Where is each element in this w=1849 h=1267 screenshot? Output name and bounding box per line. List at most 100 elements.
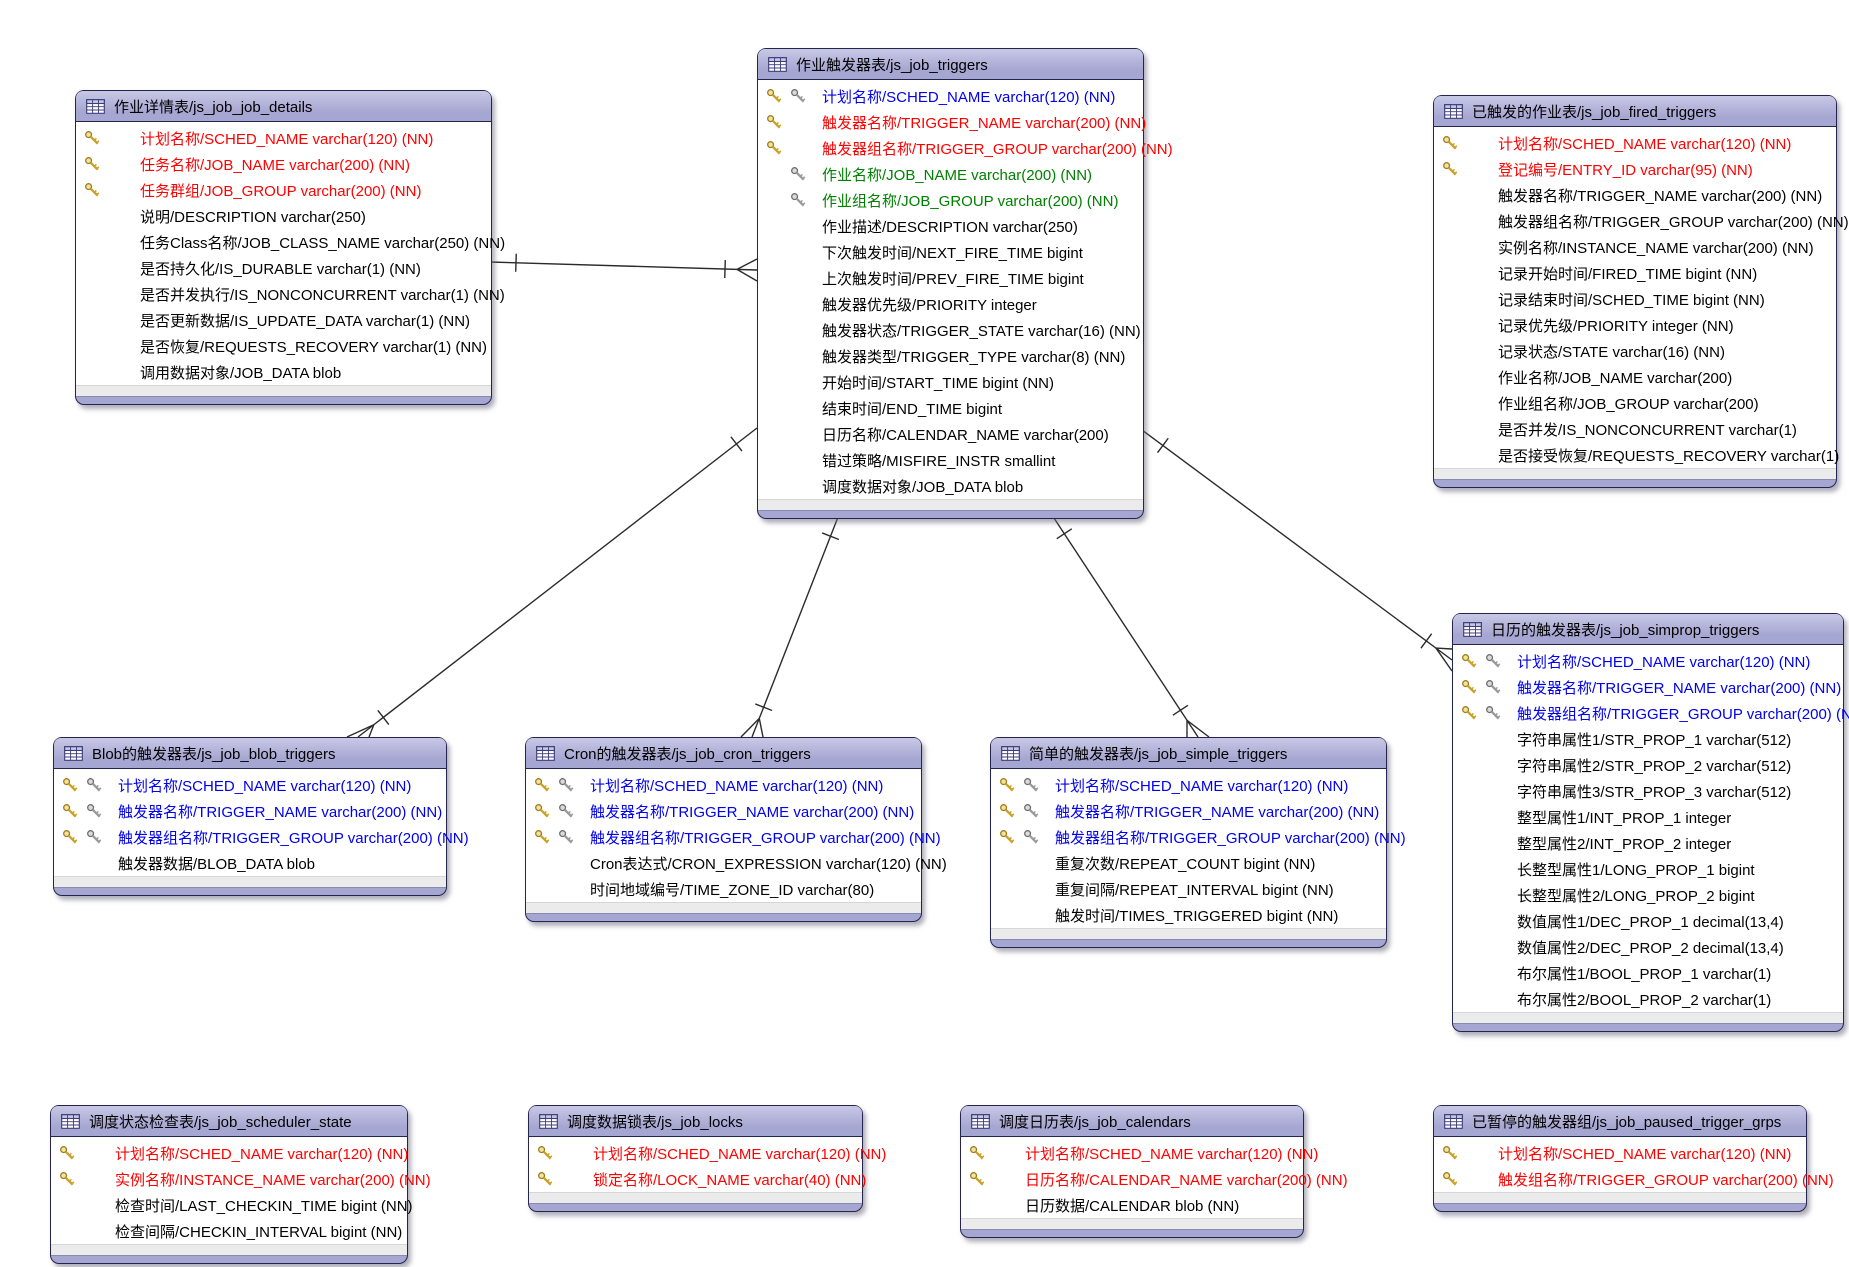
field-row[interactable]: 字符串属性2/STR_PROP_2 varchar(512): [1453, 752, 1843, 778]
table-header[interactable]: 调度日历表/js_job_calendars: [961, 1106, 1303, 1137]
field-row[interactable]: 长整型属性2/LONG_PROP_2 bigint: [1453, 882, 1843, 908]
entity-table-js_job_job_details[interactable]: 作业详情表/js_job_job_details 计划名称/SCHED_NAME …: [75, 90, 505, 405]
field-row[interactable]: 计划名称/SCHED_NAME varchar(120) (NN): [54, 772, 446, 798]
field-row[interactable]: 触发器优先级/PRIORITY integer: [758, 291, 1143, 317]
field-row[interactable]: 作业组名称/JOB_GROUP varchar(200): [1434, 390, 1836, 416]
field-row[interactable]: 长整型属性1/LONG_PROP_1 bigint: [1453, 856, 1843, 882]
field-row[interactable]: 检查间隔/CHECKIN_INTERVAL bigint (NN): [51, 1218, 407, 1244]
field-row[interactable]: 是否持久化/IS_DURABLE varchar(1) (NN): [76, 255, 491, 281]
entity-table-js_job_scheduler_state[interactable]: 调度状态检查表/js_job_scheduler_state 计划名称/SCHED…: [50, 1105, 431, 1264]
field-row[interactable]: Cron表达式/CRON_EXPRESSION varchar(120) (NN…: [526, 850, 947, 876]
field-row[interactable]: 触发器状态/TRIGGER_STATE varchar(16) (NN): [758, 317, 1143, 343]
field-row[interactable]: 任务名称/JOB_NAME varchar(200) (NN): [76, 151, 491, 177]
field-row[interactable]: 触发器类型/TRIGGER_TYPE varchar(8) (NN): [758, 343, 1143, 369]
rel-job-details-to-triggers[interactable]: [489, 253, 758, 282]
field-row[interactable]: 数值属性1/DEC_PROP_1 decimal(13,4): [1453, 908, 1843, 934]
field-row[interactable]: 触发器名称/TRIGGER_NAME varchar(200) (NN): [526, 798, 921, 824]
field-row[interactable]: 说明/DESCRIPTION varchar(250): [76, 203, 491, 229]
table-header[interactable]: 已暂停的触发器组/js_job_paused_trigger_grps: [1434, 1106, 1806, 1137]
field-row[interactable]: 记录开始时间/FIRED_TIME bigint (NN): [1434, 260, 1836, 286]
field-row[interactable]: 调度数据对象/JOB_DATA blob: [758, 473, 1143, 499]
field-row[interactable]: 日历名称/CALENDAR_NAME varchar(200): [758, 421, 1143, 447]
field-row[interactable]: 整型属性1/INT_PROP_1 integer: [1453, 804, 1843, 830]
rel-triggers-to-simple-triggers[interactable]: [1049, 511, 1210, 738]
field-row[interactable]: 触发器组名称/TRIGGER_GROUP varchar(200) (NN): [1453, 700, 1849, 726]
entity-table-js_job_simple_triggers[interactable]: 简单的触发器表/js_job_simple_triggers 计划名称/SCHED…: [990, 737, 1406, 948]
field-row[interactable]: 时间地域编号/TIME_ZONE_ID varchar(80): [526, 876, 921, 902]
field-row[interactable]: 任务群组/JOB_GROUP varchar(200) (NN): [76, 177, 491, 203]
field-row[interactable]: 计划名称/SCHED_NAME varchar(120) (NN): [758, 83, 1143, 109]
field-row[interactable]: 触发器组名称/TRIGGER_GROUP varchar(200) (NN): [758, 135, 1173, 161]
field-row[interactable]: 实例名称/INSTANCE_NAME varchar(200) (NN): [1434, 234, 1836, 260]
entity-table-js_job_triggers[interactable]: 作业触发器表/js_job_triggers 计划名称/SCHED_NAME va…: [757, 48, 1173, 519]
field-row[interactable]: 触发时间/TIMES_TRIGGERED bigint (NN): [991, 902, 1386, 928]
field-row[interactable]: 计划名称/SCHED_NAME varchar(120) (NN): [991, 772, 1386, 798]
field-row[interactable]: 计划名称/SCHED_NAME varchar(120) (NN): [1434, 130, 1836, 156]
field-row[interactable]: 是否并发执行/IS_NONCONCURRENT varchar(1) (NN): [76, 281, 505, 307]
field-row[interactable]: 日历名称/CALENDAR_NAME varchar(200) (NN): [961, 1166, 1348, 1192]
table-header[interactable]: 作业详情表/js_job_job_details: [76, 91, 491, 122]
entity-table-js_job_blob_triggers[interactable]: Blob的触发器表/js_job_blob_triggers 计划名称/SCHED…: [53, 737, 469, 896]
field-row[interactable]: 是否并发/IS_NONCONCURRENT varchar(1): [1434, 416, 1836, 442]
field-row[interactable]: 布尔属性2/BOOL_PROP_2 varchar(1): [1453, 986, 1843, 1012]
field-row[interactable]: 调用数据对象/JOB_DATA blob: [76, 359, 491, 385]
field-row[interactable]: 上次触发时间/PREV_FIRE_TIME bigint: [758, 265, 1143, 291]
field-row[interactable]: 结束时间/END_TIME bigint: [758, 395, 1143, 421]
field-row[interactable]: 触发器组名称/TRIGGER_GROUP varchar(200) (NN): [1434, 208, 1849, 234]
field-row[interactable]: 布尔属性1/BOOL_PROP_1 varchar(1): [1453, 960, 1843, 986]
field-row[interactable]: 触发器名称/TRIGGER_NAME varchar(200) (NN): [1434, 182, 1836, 208]
field-row[interactable]: 下次触发时间/NEXT_FIRE_TIME bigint: [758, 239, 1143, 265]
field-row[interactable]: 记录优先级/PRIORITY integer (NN): [1434, 312, 1836, 338]
field-row[interactable]: 触发器名称/TRIGGER_NAME varchar(200) (NN): [54, 798, 446, 824]
rel-triggers-to-cron-triggers[interactable]: [740, 511, 841, 738]
field-row[interactable]: 触发器名称/TRIGGER_NAME varchar(200) (NN): [991, 798, 1386, 824]
entity-table-js_job_cron_triggers[interactable]: Cron的触发器表/js_job_cron_triggers 计划名称/SCHED…: [525, 737, 947, 922]
field-row[interactable]: 实例名称/INSTANCE_NAME varchar(200) (NN): [51, 1166, 431, 1192]
field-row[interactable]: 触发器组名称/TRIGGER_GROUP varchar(200) (NN): [991, 824, 1406, 850]
field-row[interactable]: 是否接受恢复/REQUESTS_RECOVERY varchar(1): [1434, 442, 1839, 468]
field-row[interactable]: 登记编号/ENTRY_ID varchar(95) (NN): [1434, 156, 1836, 182]
field-row[interactable]: 检查时间/LAST_CHECKIN_TIME bigint (NN): [51, 1192, 413, 1218]
field-row[interactable]: 触发器组名称/TRIGGER_GROUP varchar(200) (NN): [54, 824, 469, 850]
field-row[interactable]: 计划名称/SCHED_NAME varchar(120) (NN): [1453, 648, 1843, 674]
entity-table-js_job_paused_trigger_grps[interactable]: 已暂停的触发器组/js_job_paused_trigger_grps 计划名称/…: [1433, 1105, 1834, 1212]
field-row[interactable]: 字符串属性3/STR_PROP_3 varchar(512): [1453, 778, 1843, 804]
field-row[interactable]: 作业描述/DESCRIPTION varchar(250): [758, 213, 1143, 239]
entity-table-js_job_fired_triggers[interactable]: 已触发的作业表/js_job_fired_triggers 计划名称/SCHED_…: [1433, 95, 1849, 488]
field-row[interactable]: 记录结束时间/SCHED_TIME bigint (NN): [1434, 286, 1836, 312]
field-row[interactable]: 作业组名称/JOB_GROUP varchar(200) (NN): [758, 187, 1143, 213]
field-row[interactable]: 计划名称/SCHED_NAME varchar(120) (NN): [1434, 1140, 1806, 1166]
field-row[interactable]: 计划名称/SCHED_NAME varchar(120) (NN): [961, 1140, 1318, 1166]
rel-triggers-to-blob-triggers[interactable]: [346, 427, 758, 738]
field-row[interactable]: 重复次数/REPEAT_COUNT bigint (NN): [991, 850, 1386, 876]
field-row[interactable]: 触发器名称/TRIGGER_NAME varchar(200) (NN): [1453, 674, 1843, 700]
table-header[interactable]: Cron的触发器表/js_job_cron_triggers: [526, 738, 921, 769]
field-row[interactable]: 作业名称/JOB_NAME varchar(200): [1434, 364, 1836, 390]
field-row[interactable]: 触发器组名称/TRIGGER_GROUP varchar(200) (NN): [526, 824, 941, 850]
field-row[interactable]: 触发器数据/BLOB_DATA blob: [54, 850, 446, 876]
field-row[interactable]: 整型属性2/INT_PROP_2 integer: [1453, 830, 1843, 856]
field-row[interactable]: 开始时间/START_TIME bigint (NN): [758, 369, 1143, 395]
table-header[interactable]: 已触发的作业表/js_job_fired_triggers: [1434, 96, 1836, 127]
field-row[interactable]: 日历数据/CALENDAR blob (NN): [961, 1192, 1303, 1218]
field-row[interactable]: 锁定名称/LOCK_NAME varchar(40) (NN): [529, 1166, 866, 1192]
table-header[interactable]: 调度状态检查表/js_job_scheduler_state: [51, 1106, 407, 1137]
field-row[interactable]: 记录状态/STATE varchar(16) (NN): [1434, 338, 1836, 364]
table-header[interactable]: Blob的触发器表/js_job_blob_triggers: [54, 738, 446, 769]
rel-triggers-to-simprop-triggers[interactable]: [1141, 429, 1453, 672]
field-row[interactable]: 触发器名称/TRIGGER_NAME varchar(200) (NN): [758, 109, 1146, 135]
field-row[interactable]: 计划名称/SCHED_NAME varchar(120) (NN): [76, 125, 491, 151]
field-row[interactable]: 计划名称/SCHED_NAME varchar(120) (NN): [51, 1140, 408, 1166]
table-header[interactable]: 简单的触发器表/js_job_simple_triggers: [991, 738, 1386, 769]
field-row[interactable]: 触发组名称/TRIGGER_GROUP varchar(200) (NN): [1434, 1166, 1834, 1192]
field-row[interactable]: 任务Class名称/JOB_CLASS_NAME varchar(250) (N…: [76, 229, 505, 255]
table-header[interactable]: 调度数据锁表/js_job_locks: [529, 1106, 862, 1137]
field-row[interactable]: 是否更新数据/IS_UPDATE_DATA varchar(1) (NN): [76, 307, 491, 333]
field-row[interactable]: 计划名称/SCHED_NAME varchar(120) (NN): [526, 772, 921, 798]
field-row[interactable]: 字符串属性1/STR_PROP_1 varchar(512): [1453, 726, 1843, 752]
entity-table-js_job_calendars[interactable]: 调度日历表/js_job_calendars 计划名称/SCHED_NAME va…: [960, 1105, 1348, 1238]
table-header[interactable]: 作业触发器表/js_job_triggers: [758, 49, 1143, 80]
field-row[interactable]: 作业名称/JOB_NAME varchar(200) (NN): [758, 161, 1143, 187]
